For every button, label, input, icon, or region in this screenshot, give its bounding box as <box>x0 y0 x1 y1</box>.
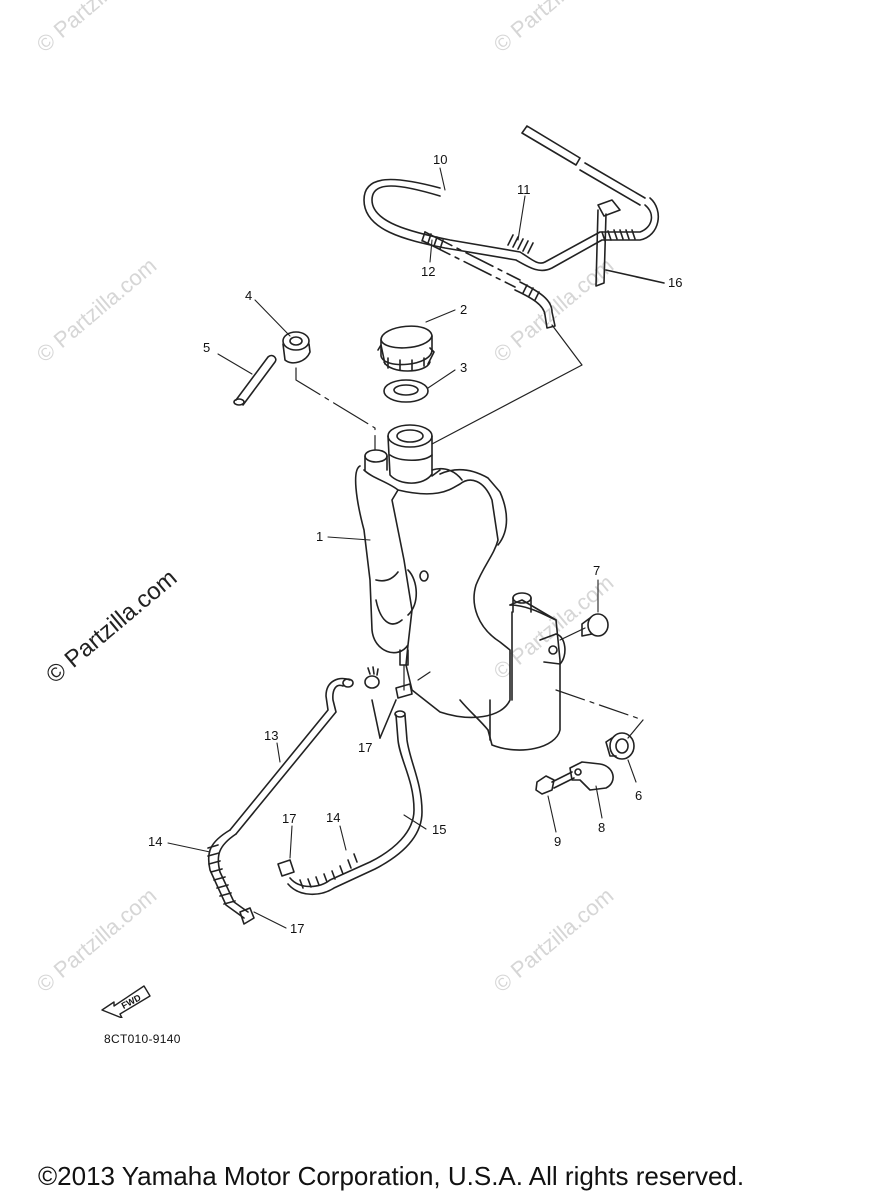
callout-3: 3 <box>460 360 467 375</box>
callout-17-upper: 17 <box>358 740 372 755</box>
grommet <box>605 732 635 760</box>
callout-4: 4 <box>245 288 252 303</box>
hose-clips <box>364 666 413 739</box>
short-hose <box>233 354 277 406</box>
callout-11: 11 <box>517 182 531 197</box>
gasket <box>383 379 429 403</box>
callout-leaders <box>167 167 637 929</box>
diagram-code: 8CT010-9140 <box>104 1032 181 1046</box>
breather-hose-assembly <box>363 125 665 329</box>
copyright: ©2013 Yamaha Motor Corporation, U.S.A. A… <box>38 1161 745 1191</box>
callout-15: 15 <box>432 822 446 837</box>
callout-14-right: 14 <box>326 810 340 825</box>
callout-17-mid: 17 <box>282 811 296 826</box>
overflow-hose <box>207 677 354 925</box>
bracket-clamp <box>569 761 614 791</box>
drain-hose <box>277 710 423 896</box>
callout-2: 2 <box>460 302 467 317</box>
leader-lines <box>295 324 644 739</box>
callout-14-left: 14 <box>148 834 162 849</box>
elbow-fitting <box>282 331 311 364</box>
forward-arrow-icon: FWD <box>101 985 151 1018</box>
callout-1: 1 <box>316 529 323 544</box>
callout-9: 9 <box>554 834 561 849</box>
reservoir-tank <box>354 424 566 751</box>
callout-10: 10 <box>433 152 447 167</box>
callout-12: 12 <box>421 264 435 279</box>
callout-6: 6 <box>635 788 642 803</box>
callout-17-lower: 17 <box>290 921 304 936</box>
callout-5: 5 <box>203 340 210 355</box>
bolt-9 <box>535 771 575 795</box>
callout-13: 13 <box>264 728 278 743</box>
radiator-cap <box>377 325 435 372</box>
callout-16: 16 <box>668 275 682 290</box>
callout-8: 8 <box>598 820 605 835</box>
bolt-7 <box>581 613 609 637</box>
callout-7: 7 <box>593 563 600 578</box>
